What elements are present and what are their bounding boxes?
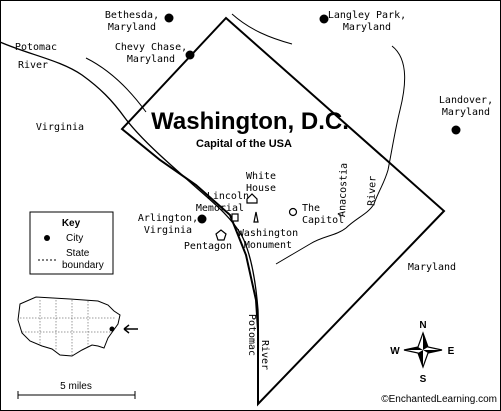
- label-langley-park-2: Maryland: [343, 22, 391, 33]
- key-title: Key: [62, 218, 81, 229]
- label-chevy-chase-1: Chevy Chase,: [115, 42, 187, 53]
- label-maryland: Maryland: [408, 262, 456, 273]
- usa-outline: [17, 296, 121, 357]
- compass-s: S: [420, 374, 427, 385]
- label-white-house-2: House: [246, 183, 276, 194]
- label-lincoln-2: Memorial: [196, 203, 244, 214]
- city-dot-landover: [451, 125, 461, 135]
- city-dot-bethesda: [164, 13, 174, 23]
- label-chevy-chase-2: Maryland: [127, 54, 175, 65]
- label-landover-1: Landover,: [439, 95, 493, 106]
- city-dot-langley-park: [319, 14, 329, 24]
- label-langley-park-1: Langley Park,: [328, 10, 406, 21]
- white-house-icon: [246, 193, 258, 204]
- label-potomac-lower-1: Potomac: [246, 314, 257, 356]
- key-city-label: City: [66, 233, 83, 244]
- label-capitol-2: Capitol: [302, 215, 344, 226]
- key-city-dot: [44, 235, 50, 241]
- label-virginia: Virginia: [36, 122, 84, 133]
- label-anacostia-1: Anacostia: [337, 163, 350, 218]
- key-boundary-label-2: boundary: [62, 260, 104, 271]
- map-key: Key City State boundary: [29, 211, 114, 275]
- boundary-line: [231, 13, 293, 45]
- label-landover-2: Maryland: [442, 107, 490, 118]
- label-washington-monument-1: Washington: [238, 228, 298, 239]
- map-subtitle: Capital of the USA: [196, 138, 292, 150]
- label-anacostia-2: River: [366, 176, 378, 206]
- potomac-river: [0, 41, 260, 405]
- city-dot-chevy-chase: [185, 50, 195, 60]
- label-bethesda-1: Bethesda,: [105, 10, 159, 21]
- usa-inset-map: [17, 296, 138, 357]
- compass-e: E: [448, 346, 455, 357]
- scale-bar: 5 miles: [17, 381, 136, 399]
- anacostia-river: [275, 45, 406, 265]
- washington-monument-icon: [253, 211, 259, 223]
- map-title: Washington, D.C.: [151, 108, 349, 135]
- label-arlington-1: Arlington,: [138, 213, 198, 224]
- scale-label: 5 miles: [60, 381, 92, 392]
- compass-rose: N S E W: [390, 320, 454, 385]
- compass-n: N: [419, 320, 426, 331]
- city-dot-arlington: [197, 214, 207, 224]
- label-pentagon: Pentagon: [184, 241, 232, 252]
- label-potomac-lower-2: River: [259, 340, 270, 370]
- label-capitol-1: The: [302, 203, 320, 214]
- label-lincoln-1: Lincoln: [207, 191, 249, 202]
- label-washington-monument-2: Monument: [244, 240, 292, 251]
- lincoln-memorial-icon: [231, 213, 239, 222]
- dc-location-dot: [109, 326, 115, 332]
- credit-text: ©EnchantedLearning.com: [381, 394, 497, 405]
- compass-w: W: [390, 346, 400, 357]
- capitol-icon: [288, 207, 298, 217]
- usa-state-lines: [20, 300, 116, 355]
- pentagon-icon: [215, 229, 227, 241]
- label-potomac-upper-1: Potomac: [15, 42, 57, 53]
- potomac-tributary: [85, 57, 147, 113]
- arrow-icon: [123, 324, 138, 334]
- label-white-house-1: White: [246, 171, 276, 182]
- compass-fill: [404, 333, 442, 367]
- label-potomac-upper-2: River: [18, 60, 48, 71]
- label-bethesda-2: Maryland: [108, 22, 156, 33]
- label-arlington-2: Virginia: [144, 225, 192, 236]
- key-box: [29, 211, 114, 275]
- key-boundary-label-1: State: [66, 248, 90, 259]
